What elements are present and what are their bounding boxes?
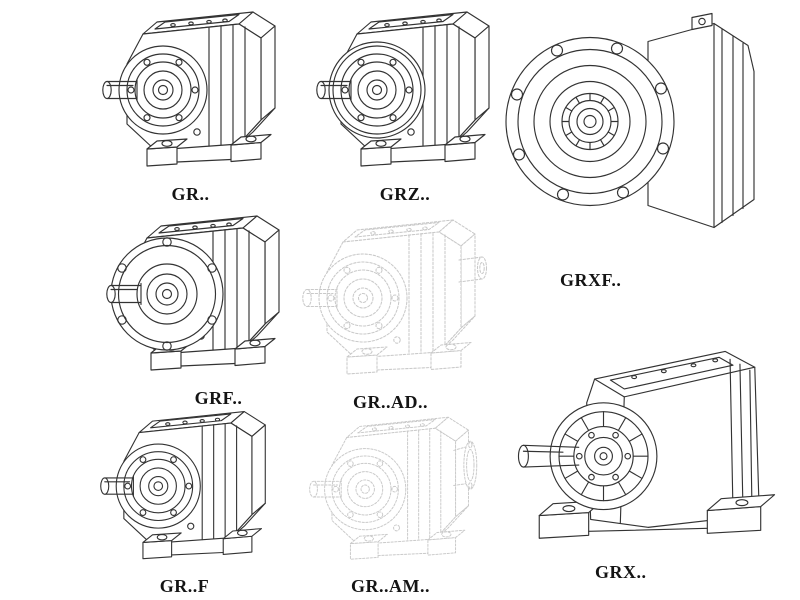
gearbox-drawing-grxf bbox=[505, 12, 755, 229]
figure-grad: GR..AD.. bbox=[288, 210, 493, 413]
figure-grf: GRF.. bbox=[92, 206, 297, 409]
figure-grz: GRZ.. bbox=[305, 2, 505, 205]
gearbox-drawing-gram bbox=[308, 416, 477, 560]
figure-gr: GR.. bbox=[88, 2, 293, 205]
figure-label-grz: GRZ.. bbox=[379, 184, 431, 204]
figure-label-grad: GR..AD.. bbox=[353, 392, 428, 412]
gearbox-drawing-grz bbox=[316, 11, 490, 167]
gearbox-drawing-grf bbox=[105, 215, 280, 371]
figure-label-gram: GR..AM.. bbox=[351, 576, 430, 596]
figure-label-grxf: GRXF.. bbox=[560, 270, 622, 290]
figure-label-gr: GR.. bbox=[171, 184, 210, 204]
figure-label-grff: GR..F bbox=[159, 576, 210, 596]
figure-grxf: GRXF.. bbox=[498, 0, 798, 291]
figure-grx: GRX.. bbox=[498, 298, 798, 583]
gearbox-drawing-grx bbox=[517, 350, 776, 539]
gearbox-drawing-grff bbox=[99, 411, 266, 560]
figure-label-grf: GRF.. bbox=[194, 388, 243, 408]
figure-label-grx: GRX.. bbox=[595, 562, 647, 582]
gearbox-drawing-gr bbox=[101, 11, 276, 167]
gearbox-drawing-grad bbox=[301, 219, 487, 375]
figure-grff: GR..F bbox=[82, 402, 287, 597]
figure-gram: GR..AM.. bbox=[288, 408, 493, 597]
